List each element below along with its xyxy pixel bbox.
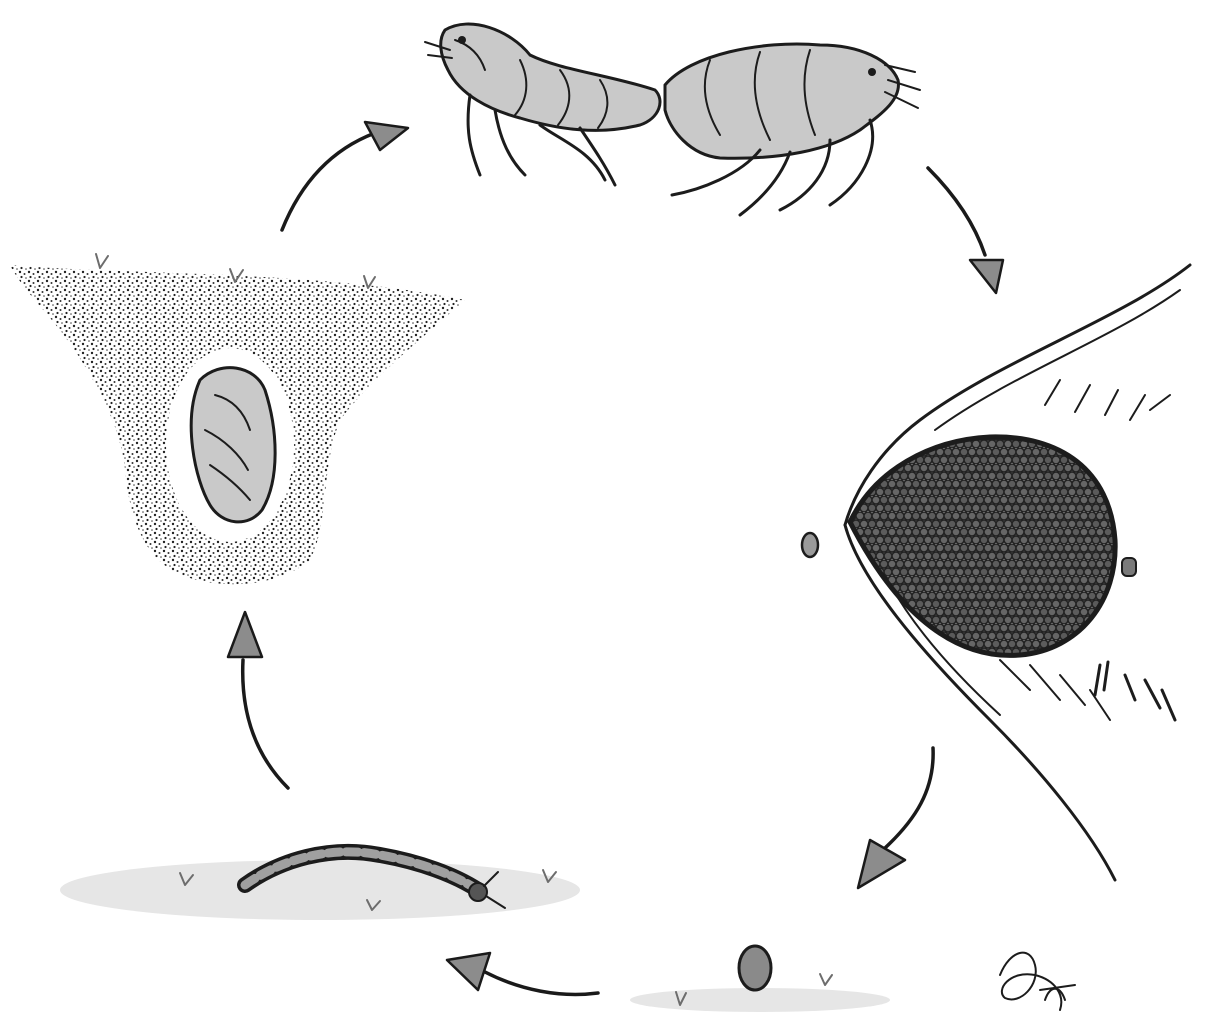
egg [739,946,771,990]
adult-flea-left [425,24,660,185]
adult-fleas-illustration [425,24,920,215]
arrow-larva-to-pupa [228,612,288,788]
pupa-illustration [10,254,465,584]
arrow-host-to-egg [858,748,933,888]
arrow-egg-to-larva [447,953,598,994]
larva-illustration [60,852,580,920]
arrow-adult-to-host [928,168,1003,293]
small-flea-on-host [1122,558,1136,576]
host-body-illustration [802,265,1190,880]
single-egg-released [802,533,818,557]
arrow-pupa-to-adult [282,122,408,230]
artist-signature [1000,953,1075,1010]
egg-mass [850,437,1115,655]
adult-flea-right [665,44,920,215]
egg-on-ground-illustration [630,946,890,1012]
